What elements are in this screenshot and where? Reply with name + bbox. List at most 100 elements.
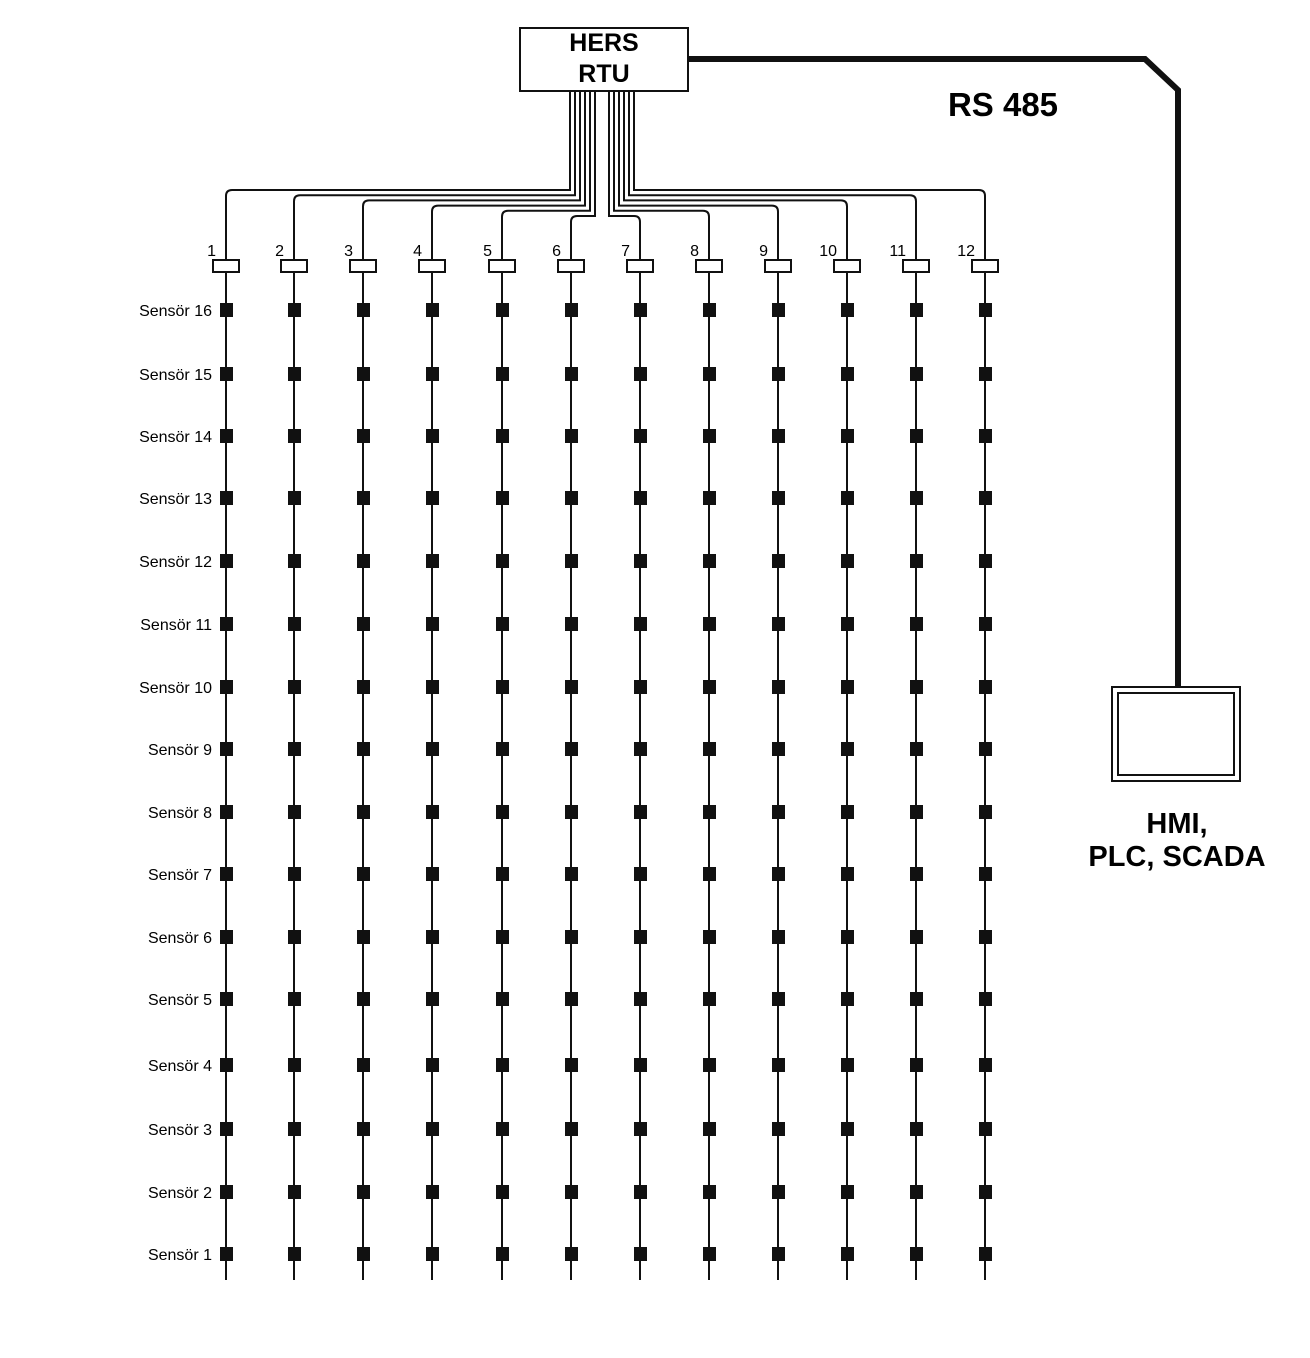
sensor-node: [772, 1247, 785, 1261]
rs485-label: RS 485: [948, 86, 1058, 123]
sensor-node: [357, 1058, 370, 1072]
sensor-column: 2: [275, 243, 308, 1280]
sensor-node: [634, 303, 647, 317]
sensor-node: [565, 429, 578, 443]
sensor-node: [979, 742, 992, 756]
sensor-node: [841, 805, 854, 819]
sensor-node: [565, 930, 578, 944]
column-number: 5: [483, 243, 492, 260]
sensor-node: [357, 742, 370, 756]
sensor-node: [979, 367, 992, 381]
sensor-node: [772, 992, 785, 1006]
sensor-node: [703, 1122, 716, 1136]
sensor-node: [910, 617, 923, 631]
sensor-column: 1: [207, 243, 240, 1280]
sensor-node: [496, 554, 509, 568]
sensor-node: [565, 1058, 578, 1072]
sensor-node: [703, 930, 716, 944]
sensor-node: [634, 680, 647, 694]
sensor-node: [634, 491, 647, 505]
hmi-label-line1: HMI,: [1146, 808, 1207, 840]
sensor-node: [357, 680, 370, 694]
sensor-node: [288, 1122, 301, 1136]
hmi-box-inner: [1117, 692, 1235, 776]
sensor-node: [841, 367, 854, 381]
sensor-node: [979, 805, 992, 819]
rtu-title-line2: RTU: [578, 60, 629, 88]
sensor-node: [910, 742, 923, 756]
sensor-node: [565, 554, 578, 568]
sensor-node: [634, 1247, 647, 1261]
sensor-node: [288, 867, 301, 881]
sensor-row-label: Sensör 1: [148, 1247, 212, 1264]
sensor-node: [220, 680, 233, 694]
sensor-node: [426, 491, 439, 505]
sensor-row-label: Sensör 5: [148, 992, 212, 1009]
sensor-node: [841, 617, 854, 631]
sensor-node: [910, 1122, 923, 1136]
sensor-node: [357, 554, 370, 568]
rtu-wires: [225, 91, 986, 260]
rtu-wire: [608, 91, 641, 260]
sensor-node: [426, 805, 439, 819]
column-number: 4: [413, 243, 422, 260]
column-number: 9: [759, 243, 768, 260]
sensor-node: [565, 805, 578, 819]
sensor-node: [841, 742, 854, 756]
sensor-node: [841, 1247, 854, 1261]
sensor-node: [496, 367, 509, 381]
sensor-node: [426, 867, 439, 881]
sensor-node: [841, 867, 854, 881]
sensor-node: [910, 680, 923, 694]
sensor-node: [288, 805, 301, 819]
sensor-node: [496, 491, 509, 505]
sensor-node: [357, 867, 370, 881]
sensor-node: [910, 1058, 923, 1072]
sensor-row-label: Sensör 2: [148, 1185, 212, 1202]
column-connector: [280, 259, 308, 273]
rs485-bus: RS 485: [688, 56, 1181, 688]
sensor-node: [979, 1247, 992, 1261]
sensor-node: [565, 1247, 578, 1261]
sensor-node: [565, 303, 578, 317]
sensor-node: [426, 617, 439, 631]
sensor-node: [426, 429, 439, 443]
sensor-node: [496, 1185, 509, 1199]
sensor-node: [979, 491, 992, 505]
sensor-node: [426, 992, 439, 1006]
sensor-node: [288, 680, 301, 694]
sensor-node: [841, 1122, 854, 1136]
sensor-node: [357, 429, 370, 443]
sensor-node: [220, 1185, 233, 1199]
column-connector: [418, 259, 446, 273]
sensor-node: [220, 1122, 233, 1136]
column-number: 7: [621, 243, 630, 260]
sensor-node: [703, 805, 716, 819]
sensor-node: [565, 742, 578, 756]
sensor-node: [220, 303, 233, 317]
sensor-node: [426, 680, 439, 694]
sensor-node: [357, 805, 370, 819]
sensor-node: [357, 303, 370, 317]
rtu-title-line1: HERS: [569, 29, 638, 57]
sensor-node: [910, 1247, 923, 1261]
sensor-node: [634, 429, 647, 443]
sensor-node: [220, 805, 233, 819]
hmi-unit: HMI, PLC, SCADA: [1088, 686, 1266, 873]
sensor-node: [565, 617, 578, 631]
sensor-node: [220, 429, 233, 443]
sensor-node: [910, 805, 923, 819]
sensor-node: [772, 429, 785, 443]
sensor-node: [496, 867, 509, 881]
sensor-node: [288, 1058, 301, 1072]
sensor-node: [288, 303, 301, 317]
sensor-node: [979, 680, 992, 694]
sensor-node: [357, 491, 370, 505]
sensor-node: [979, 1122, 992, 1136]
sensor-node: [288, 491, 301, 505]
sensor-node: [634, 554, 647, 568]
column-number: 12: [957, 243, 975, 260]
sensor-node: [634, 1122, 647, 1136]
column-connector: [488, 259, 516, 273]
sensor-node: [565, 367, 578, 381]
